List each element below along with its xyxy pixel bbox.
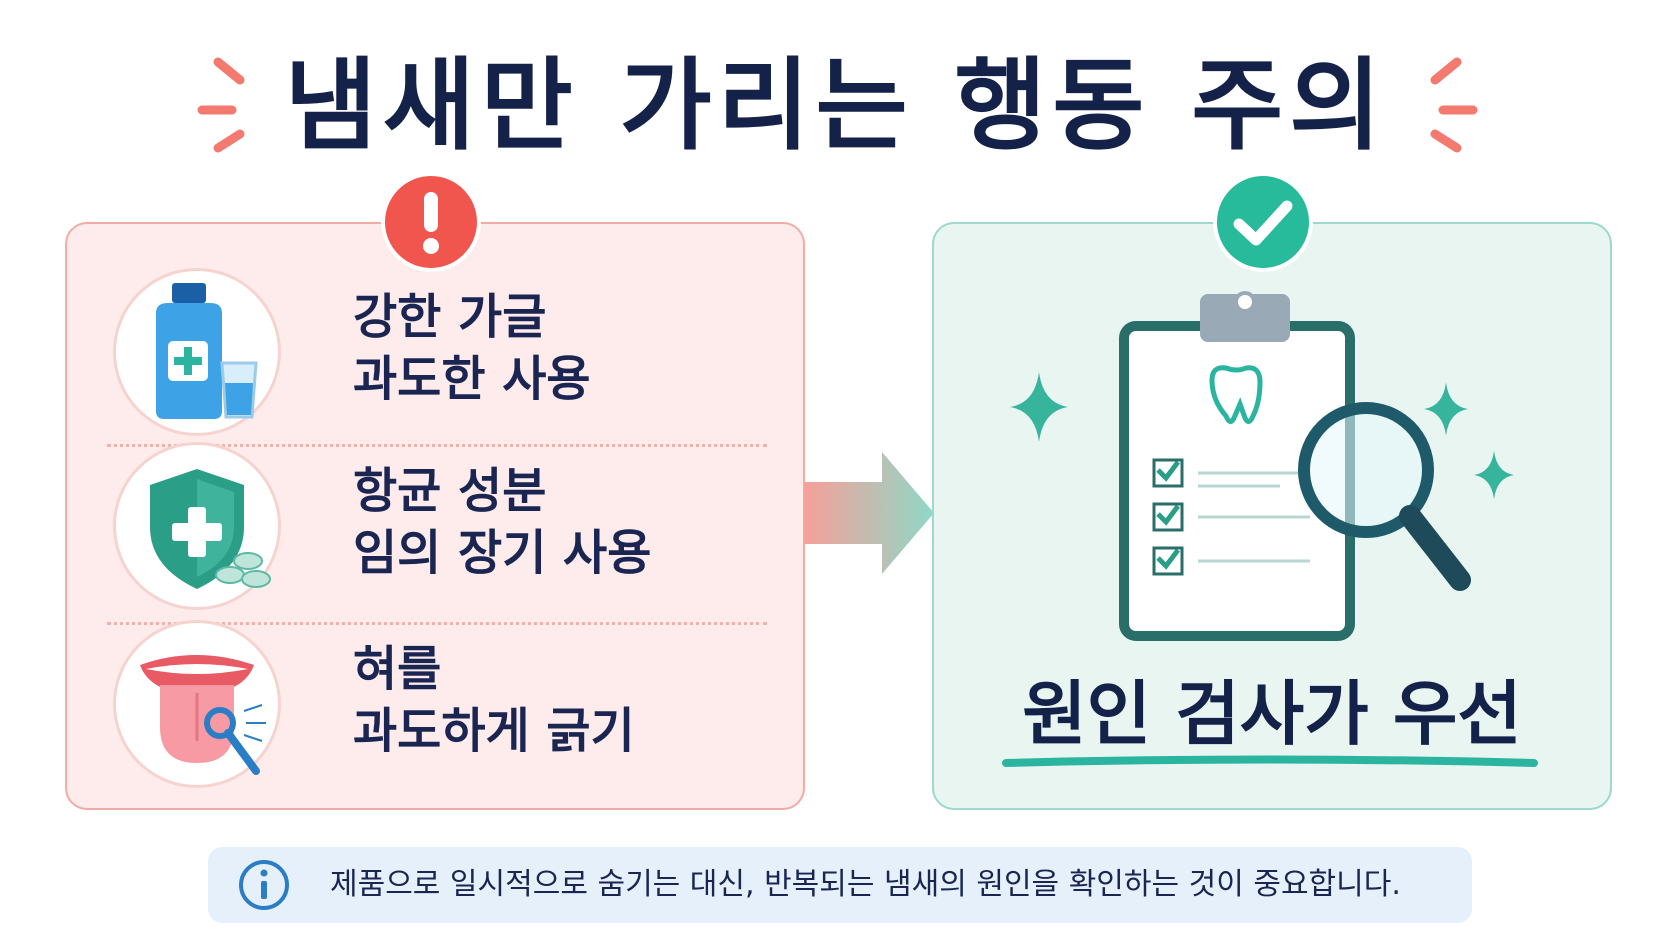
info-banner: 제품으로 일시적으로 숨기는 대신, 반복되는 냄새의 원인을 확인하는 것이 … xyxy=(208,847,1472,923)
item-line-2: 과도하게 긁기 xyxy=(353,703,635,759)
page-title: 냄새만 가리는 행동 주의 xyxy=(284,47,1388,164)
list-item: 강한 가글 과도한 사용 xyxy=(67,264,807,440)
item-line-2: 과도한 사용 xyxy=(353,351,591,407)
item-line-1: 혀를 xyxy=(353,641,442,697)
arrow-right-icon xyxy=(804,452,934,574)
dental-checkup-clipboard-icon xyxy=(1119,291,1471,641)
emphasis-burst-icon xyxy=(197,57,245,153)
sparkle-icon xyxy=(1474,450,1514,500)
info-text: 제품으로 일시적으로 숨기는 대신, 반복되는 냄새의 원인을 확인하는 것이 … xyxy=(330,867,1401,902)
highlight-underline xyxy=(1002,755,1538,767)
list-item: 항균 성분 임의 장기 사용 xyxy=(67,438,807,614)
recommendation-label: 원인 검사가 우선 xyxy=(1022,673,1522,755)
item-line-1: 강한 가글 xyxy=(353,289,547,345)
warning-panel: 강한 가글 과도한 사용 항균 성분 임의 장기 사용 xyxy=(65,222,805,810)
item-line-2: 임의 장기 사용 xyxy=(353,525,652,581)
item-line-1: 항균 성분 xyxy=(353,463,547,519)
sparkle-icon xyxy=(1424,382,1468,436)
mouthwash-icon xyxy=(113,268,281,436)
sparkle-icon xyxy=(1010,372,1068,442)
emphasis-burst-icon xyxy=(1430,57,1478,153)
info-icon xyxy=(239,860,289,910)
warning-exclamation-icon xyxy=(381,172,481,272)
title-area: 냄새만 가리는 행동 주의 xyxy=(0,28,1672,168)
divider xyxy=(107,622,767,625)
divider xyxy=(107,444,767,447)
list-item: 혀를 과도하게 긁기 xyxy=(67,616,807,792)
tongue-scraper-icon xyxy=(113,620,281,788)
antibacterial-shield-icon xyxy=(113,442,281,610)
check-circle-icon xyxy=(1213,172,1313,272)
